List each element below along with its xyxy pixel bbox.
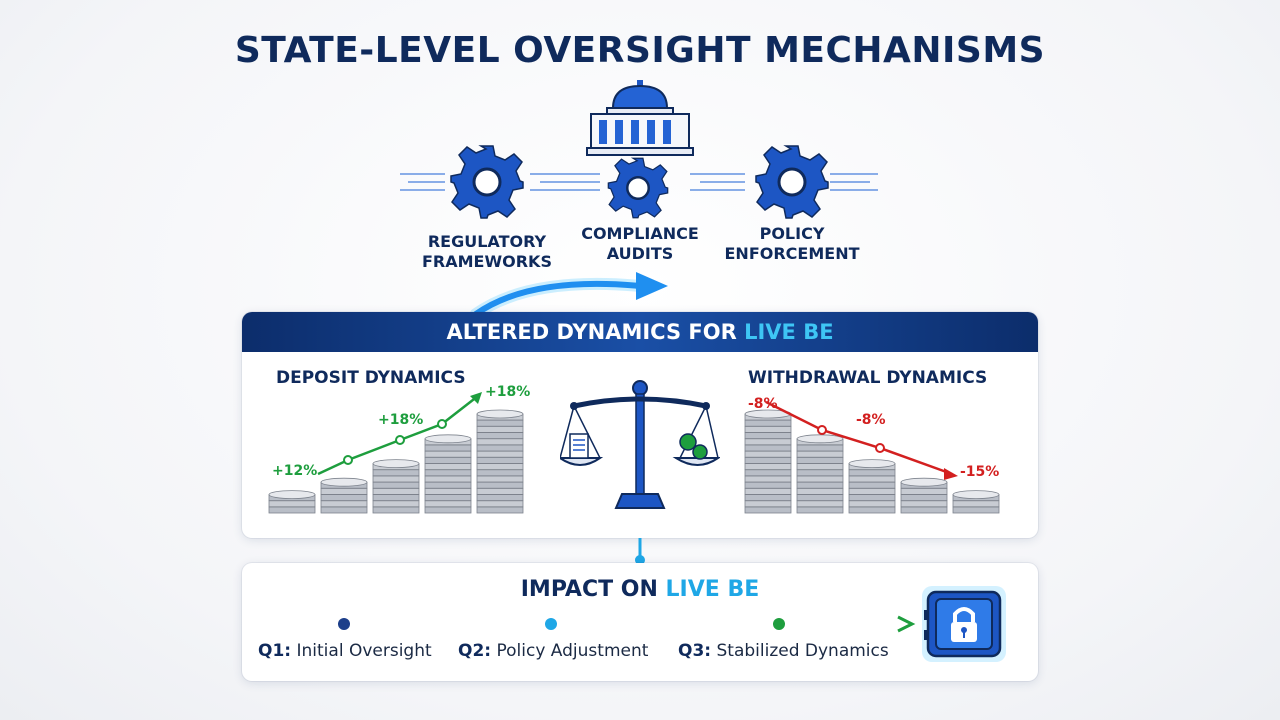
deposit-label-3: +18% [485,384,531,400]
balance-scale-icon [560,380,720,509]
deposit-label-2: +18% [378,412,424,428]
withdrawal-title: WITHDRAWAL DYNAMICS [748,368,988,388]
coin-stack [268,490,316,514]
milestone-q2: Q2: Policy Adjustment [458,641,649,661]
withdrawal-trend-line [765,400,958,480]
panel-connector [635,538,645,565]
gear-icon [450,145,524,219]
gear-icon [755,145,829,219]
withdrawal-coin-stacks [744,409,1000,514]
coin-stack [744,409,792,514]
flow-arrow [470,272,668,320]
withdrawal-label-3: -15% [960,464,1000,480]
page-title: STATE-LEVEL OVERSIGHT MECHANISMS [234,30,1046,71]
mechanism-label-policy: POLICY ENFORCEMENT [724,224,860,263]
coin-stack [424,434,472,514]
vault-lock-icon [922,586,1006,662]
withdrawal-label-1: -8% [748,396,778,412]
deposit-title: DEPOSIT DYNAMICS [276,368,466,388]
coin-stack [952,490,1000,514]
milestone-q3: Q3: Stabilized Dynamics [678,641,889,661]
mechanism-label-regulatory: REGULATORY FRAMEWORKS [422,232,552,271]
coin-stack [476,409,524,514]
milestone-q1: Q1: Initial Oversight [258,641,432,661]
gear-icon [607,157,669,219]
withdrawal-label-2: -8% [856,412,886,428]
coin-stack [320,477,368,514]
coin-stack [796,434,844,514]
dynamics-header: ALTERED DYNAMICS FOR LIVE BE [242,312,1038,352]
deposit-coin-stacks [268,409,524,514]
mechanism-label-compliance: COMPLIANCE AUDITS [581,224,699,263]
government-building-icon [586,80,694,156]
coin-stack [372,459,420,514]
impact-title: IMPACT ON LIVE BE [520,577,760,602]
impact-timeline [260,615,916,633]
deposit-label-1: +12% [272,463,318,479]
coin-stack [848,459,896,514]
motion-lines [400,173,878,191]
deposit-trend-line [317,392,482,476]
coin-stack [900,477,948,514]
